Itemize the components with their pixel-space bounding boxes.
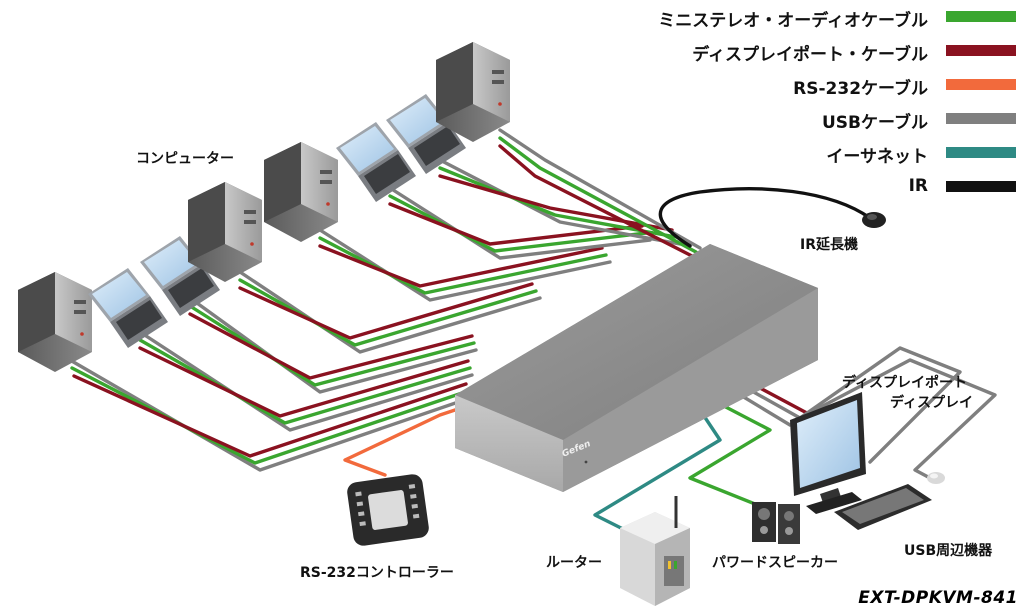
legend-label-rs232: RS-232ケーブル: [793, 79, 928, 99]
cable-usb-1: [68, 358, 472, 472]
cable-rs232: [343, 403, 472, 477]
laptop-computer-2: [140, 236, 220, 316]
legend-swatch-displayport: [946, 45, 1016, 56]
cable-usb-6: [388, 186, 652, 260]
legend-label-usb: USBケーブル: [822, 113, 928, 133]
legend-swatch-ethernet: [946, 147, 1016, 158]
legend-label-ir: IR: [908, 176, 928, 196]
laptop-computer-4: [386, 94, 466, 174]
cable-audio-5: [318, 236, 608, 295]
cable-usb-2: [138, 330, 474, 432]
displayport-display: [790, 392, 866, 514]
legend-label-ethernet: イーサネット: [826, 147, 928, 167]
label-dp-display-line2: ディスプレイ: [890, 395, 974, 411]
cable-dp-6: [388, 202, 644, 246]
legend-label-audio: ミニステレオ・オーディオケーブル: [658, 11, 928, 31]
tower-computer-4: [436, 42, 510, 142]
cable-usb-5: [318, 228, 612, 302]
legend-swatch-ir: [946, 181, 1016, 192]
model-number: EXT-DPKVM-841: [858, 588, 1018, 608]
kvm-switch-unit: Gefen: [455, 244, 818, 492]
cable-dp-3: [188, 312, 474, 380]
cable-audio-7: [438, 166, 678, 239]
router-device: [620, 496, 690, 606]
tower-computer-2: [188, 182, 262, 282]
legend-swatch-rs232: [946, 79, 1016, 90]
cable-ir: [658, 187, 872, 248]
cable-usb-out-1: [740, 346, 962, 464]
cable-usb-4: [238, 270, 542, 354]
rs232-controller-device: [347, 474, 429, 546]
cable-usb-8: [498, 128, 702, 250]
cable-dp-1: [72, 374, 468, 458]
label-powered-speakers: パワードスピーカー: [712, 555, 838, 571]
label-usb-peripherals: USB周辺機器: [904, 543, 993, 559]
label-router: ルーター: [546, 555, 602, 571]
legend-label-displayport: ディスプレイポート・ケーブル: [692, 45, 928, 65]
laptop-computer-1: [88, 268, 168, 348]
cable-dp-2: [138, 346, 470, 418]
powered-speakers: [752, 502, 800, 544]
legend-swatch-audio: [946, 11, 1016, 22]
cable-ethernet: [593, 408, 722, 532]
cable-audio-3: [188, 304, 476, 387]
cable-dp-4: [238, 282, 534, 340]
label-ir-extender: IR延長機: [800, 237, 858, 253]
cable-audio-6: [388, 194, 648, 253]
cable-audio-4: [238, 278, 538, 347]
label-dp-display-line1: ディスプレイポート: [842, 375, 968, 391]
ir-extender-eye: [862, 212, 886, 228]
cable-audio-8: [498, 136, 698, 254]
cable-usb-3: [188, 296, 478, 394]
cable-usb-out-2: [748, 358, 997, 480]
legend-swatch-usb: [946, 113, 1016, 124]
cable-audio-2: [138, 338, 472, 425]
tower-computer-1: [18, 272, 92, 372]
cable-audio-out: [688, 402, 772, 512]
cable-audio-1: [70, 366, 470, 465]
label-computers: コンピューター: [136, 151, 234, 167]
usb-keyboard-mouse: [834, 472, 945, 530]
cable-dp-5: [318, 244, 604, 288]
cable-dp-8: [498, 144, 694, 258]
laptop-computer-3: [336, 122, 416, 202]
cable-dp-7: [438, 174, 674, 232]
tower-computer-3: [264, 142, 338, 242]
cable-usb-7: [438, 158, 682, 246]
label-rs232-controller: RS-232コントローラー: [300, 565, 454, 581]
